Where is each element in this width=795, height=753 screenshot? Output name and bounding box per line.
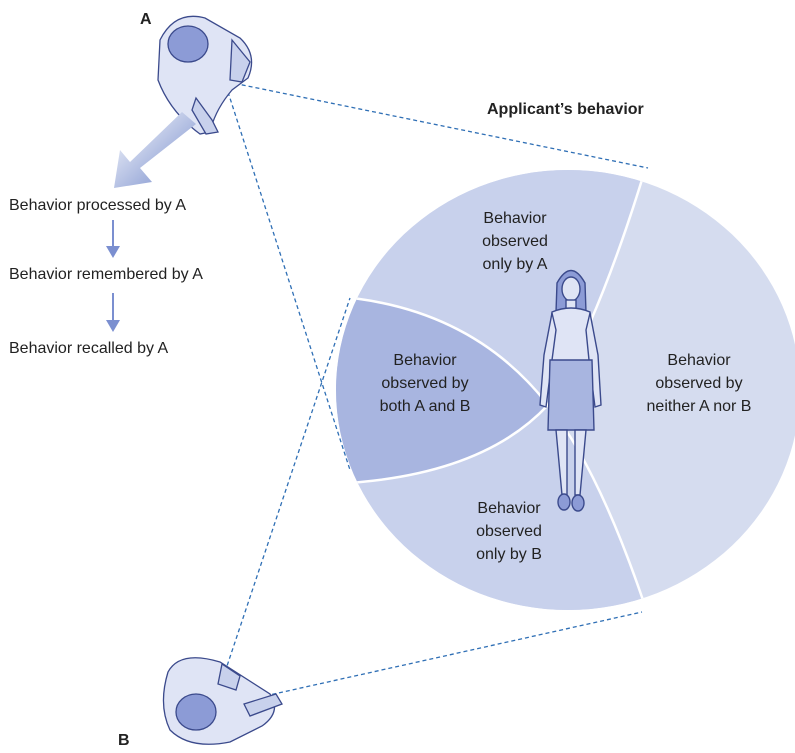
region-both-line: both A and B — [379, 398, 471, 415]
region-both-line: observed by — [381, 375, 469, 392]
region-neither-line: neither A nor B — [646, 398, 752, 415]
arrow-head — [106, 320, 120, 332]
region-both-line: Behavior — [393, 352, 457, 369]
step-remembered: Behavior remembered by A — [9, 266, 203, 283]
region-only-a-line: Behavior — [483, 210, 547, 227]
region-only-a-label: Behavior observed only by A — [445, 207, 585, 276]
region-only-a-line: observed — [482, 233, 548, 250]
applicant-skirt — [547, 359, 595, 431]
region-both-fill — [336, 296, 548, 484]
region-neither-line: Behavior — [667, 352, 731, 369]
observer-b-figure — [162, 657, 283, 745]
region-only-a-line: only by A — [482, 256, 548, 273]
sight-line-b-top — [224, 297, 351, 673]
observer-a-label: A — [140, 11, 152, 28]
region-only-b-line: only by B — [476, 546, 542, 563]
applicant-left-arm — [539, 312, 557, 408]
region-only-b-label: Behavior observed only by B — [439, 497, 579, 566]
arrow-head — [106, 246, 120, 258]
observer-a-gaze-arrow — [114, 112, 196, 188]
applicant-right-shoe — [571, 494, 585, 512]
applicant-right-arm — [585, 312, 602, 408]
sight-line-a-top — [227, 81, 649, 169]
observer-b-label: B — [118, 732, 130, 749]
region-divider — [336, 294, 550, 486]
sight-line-a-bottom — [227, 91, 351, 471]
sight-lines — [224, 81, 649, 703]
applicant-figure — [539, 269, 602, 512]
sight-line-b-bottom — [237, 611, 643, 703]
step-recalled: Behavior recalled by A — [9, 340, 169, 357]
step-processed: Behavior processed by A — [9, 197, 186, 214]
observer-b-head — [175, 693, 217, 731]
observer-a-arm — [191, 96, 219, 135]
applicant-head — [561, 276, 581, 302]
flow-arrows — [106, 220, 120, 332]
region-neither-label: Behavior observed by neither A nor B — [624, 349, 774, 418]
observer-a-arm — [229, 38, 251, 83]
observer-a-head — [167, 25, 209, 63]
observer-b-arm — [243, 693, 283, 717]
applicant-left-shoe — [557, 493, 571, 511]
region-neither-line: observed by — [655, 375, 743, 392]
observer-a-figure — [157, 15, 253, 135]
region-both-label: Behavior observed by both A and B — [360, 349, 490, 418]
diagram-title: Applicant’s behavior — [487, 101, 644, 118]
region-only-b-line: observed — [476, 523, 542, 540]
observer-b-arm — [217, 662, 241, 691]
region-only-b-line: Behavior — [477, 500, 541, 517]
